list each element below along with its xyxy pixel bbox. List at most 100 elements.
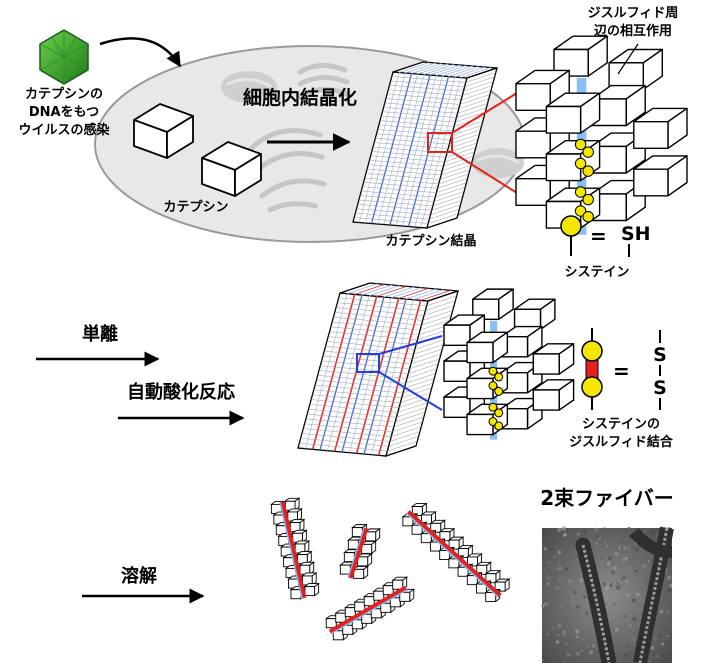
- em-grain: [547, 561, 551, 565]
- cathepsin-label: カテプシン: [163, 200, 228, 215]
- crystal-grid-line: [412, 348, 443, 360]
- em-grain: [642, 563, 647, 568]
- cysteine-residue: [582, 165, 594, 177]
- fiber-cube: [360, 540, 378, 555]
- em-grain: [624, 653, 628, 657]
- em-grain: [594, 527, 599, 532]
- cysteine-residue: [494, 408, 504, 418]
- crystal-grid-line: [320, 365, 409, 374]
- crystal-grid-line: [448, 138, 479, 149]
- em-grain: [564, 656, 569, 661]
- crystal-grid-line: [371, 151, 446, 158]
- crystal-grid-line: [300, 438, 389, 447]
- em-grain: [615, 585, 621, 590]
- crystal-grid-line: [313, 389, 402, 399]
- em-grain: [656, 533, 659, 536]
- em-grain: [624, 578, 629, 583]
- crystal-grid-line: [322, 355, 411, 365]
- crystal-grid-line: [356, 208, 431, 216]
- em-grain: [606, 561, 611, 566]
- crystal-grid-line: [385, 98, 460, 105]
- fiber-cube: [364, 527, 382, 542]
- em-grain: [583, 595, 587, 599]
- cysteine-symbol: [560, 215, 582, 256]
- em-grain: [626, 537, 629, 540]
- em-grain: [664, 628, 667, 632]
- em-grain: [564, 567, 568, 571]
- interaction-pointer: [617, 43, 639, 75]
- crystal-grid-line: [361, 284, 393, 296]
- em-grain: [629, 624, 632, 627]
- em-grain: [618, 580, 623, 584]
- crystal-grid-line: [451, 125, 482, 136]
- em-grain: [596, 651, 599, 654]
- crystal-grid-line: [425, 300, 456, 311]
- crystal-grid-line: [325, 346, 414, 355]
- dissolution-label: 溶解: [121, 565, 157, 587]
- crystal-grid-line: [330, 326, 419, 336]
- em-grain: [653, 637, 658, 642]
- crystal-grid-line: [375, 137, 450, 145]
- em-grain: [622, 558, 626, 562]
- em-grain: [577, 574, 579, 577]
- crystal-grid-line: [458, 98, 489, 110]
- crystal-grid-line: [391, 76, 466, 83]
- packing-cube: [608, 48, 663, 91]
- em-grain: [554, 594, 557, 596]
- crystal-grid-line: [299, 442, 388, 452]
- crystal-grid-line: [303, 428, 392, 437]
- crystal-grid-line: [405, 373, 436, 384]
- crystal-grid-line: [430, 204, 461, 216]
- cathepsin-cube-1: [133, 103, 194, 159]
- crystal-grid-line: [428, 213, 459, 224]
- crystal-grid-line: [388, 89, 463, 96]
- cysteine-residue: [488, 402, 498, 412]
- em-grain: [585, 611, 589, 615]
- fiber-core-red: [347, 527, 369, 579]
- crystal-grid-line: [393, 416, 424, 428]
- fiber-cube: [286, 508, 303, 522]
- em-grain: [551, 546, 554, 549]
- em-grain: [595, 534, 600, 540]
- em-grain: [564, 642, 568, 645]
- fiber-cube: [283, 497, 301, 512]
- fiber-cube: [291, 529, 308, 544]
- em-grain: [621, 546, 624, 549]
- packing-cube: [633, 155, 688, 197]
- em-grain: [632, 528, 635, 532]
- em-grain: [622, 546, 626, 550]
- virus-icon: [39, 29, 89, 85]
- em-grain: [635, 592, 640, 597]
- em-grain: [573, 592, 576, 594]
- em-grain: [561, 526, 566, 531]
- crystal-grid-line: [459, 94, 491, 105]
- em-grain: [555, 567, 560, 572]
- crystal-grid-line: [450, 129, 481, 141]
- crystal-grid-line: [422, 310, 453, 321]
- crystal-grid-line: [395, 411, 426, 423]
- em-grain: [610, 564, 613, 567]
- fiber-core-blue: [406, 512, 500, 599]
- crystal-grid-line: [376, 285, 407, 297]
- fiber-cube: [293, 540, 311, 554]
- fiber-cube: [288, 518, 306, 533]
- em-grain: [603, 540, 607, 544]
- em-grain: [541, 604, 545, 608]
- em-grain: [626, 593, 630, 598]
- cysteine-equals: =: [590, 224, 607, 248]
- em-grain: [649, 655, 653, 659]
- em-grain: [549, 548, 553, 552]
- zoom-box-red: [427, 132, 453, 153]
- crystal-grid-line: [431, 200, 462, 211]
- crystal-grid-line: [414, 339, 445, 350]
- packing-cube: [500, 397, 543, 430]
- em-grain: [667, 575, 672, 580]
- em-grain: [615, 627, 619, 632]
- crystal-grid-line: [400, 392, 431, 403]
- fiber-bundle: [401, 502, 511, 603]
- em-grain: [553, 555, 556, 558]
- crystal-grid-line: [307, 413, 396, 423]
- em-grain: [572, 646, 575, 649]
- em-grain: [632, 616, 637, 621]
- em-grain: [594, 541, 599, 546]
